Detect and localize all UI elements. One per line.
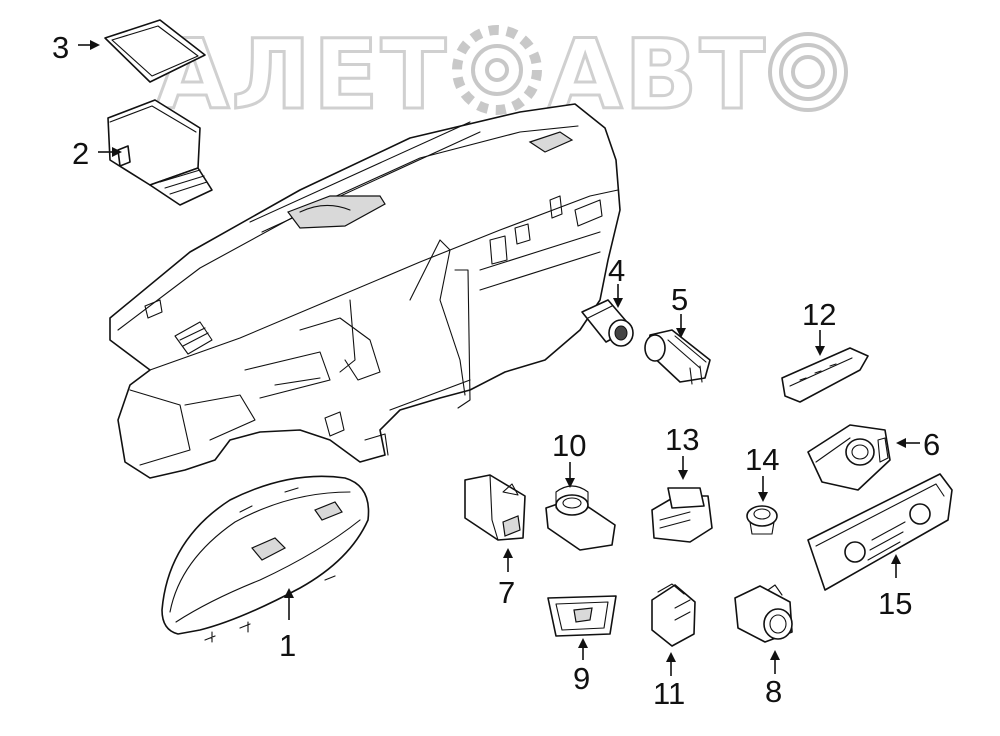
callout-12: 12 xyxy=(802,297,836,332)
round-button xyxy=(734,584,793,643)
callout-1: 1 xyxy=(279,628,296,663)
callout-13: 13 xyxy=(665,422,699,457)
socket xyxy=(581,299,634,347)
o-ring-icon xyxy=(768,32,848,112)
instrument-cluster xyxy=(161,475,370,643)
bezel-switch xyxy=(547,595,617,637)
callouts: 1 2 3 4 5 6 7 8 9 10 xyxy=(52,30,940,711)
rotary-knob xyxy=(545,485,616,551)
lighter xyxy=(644,329,711,385)
callout-6: 6 xyxy=(923,427,940,462)
climate-control-panel xyxy=(807,473,953,591)
connector-switch xyxy=(651,583,696,647)
clip xyxy=(746,505,778,535)
dashboard-panel xyxy=(109,103,621,479)
callout-4: 4 xyxy=(608,253,625,288)
svg-text:АЛЕТ: АЛЕТ xyxy=(155,19,448,131)
callout-10: 10 xyxy=(552,428,586,463)
callout-14: 14 xyxy=(745,442,779,477)
callout-3: 3 xyxy=(52,30,69,65)
callout-15: 15 xyxy=(878,586,912,621)
switch-block xyxy=(464,474,526,541)
callout-9: 9 xyxy=(573,661,590,696)
callout-7: 7 xyxy=(498,575,515,610)
callout-2: 2 xyxy=(72,136,89,171)
switch-panel xyxy=(781,347,869,403)
gear-icon xyxy=(452,25,542,115)
callout-11: 11 xyxy=(653,676,685,711)
relay xyxy=(651,487,713,543)
callout-5: 5 xyxy=(671,282,688,317)
display-cover xyxy=(104,19,206,83)
light-switch xyxy=(807,424,891,491)
display-unit xyxy=(107,99,213,206)
watermark-logo: АЛЕТ АВТ xyxy=(154,18,848,133)
callout-8: 8 xyxy=(765,674,782,709)
